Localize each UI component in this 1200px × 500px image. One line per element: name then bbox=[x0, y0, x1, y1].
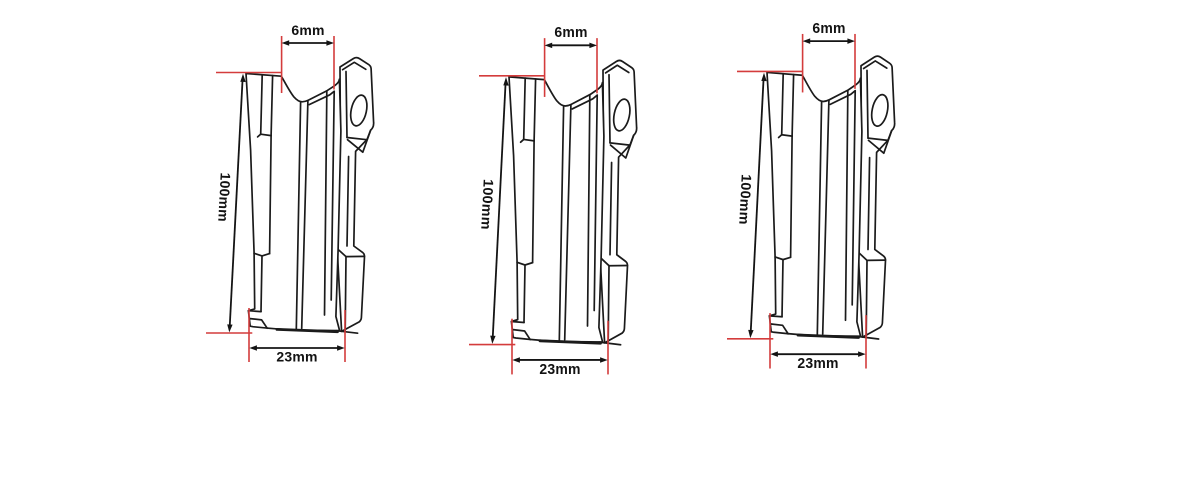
height-label: 100mm bbox=[735, 174, 753, 225]
clip-drawing-figure-2: 6mm 100mm 23mm bbox=[443, 25, 693, 378]
top-width-label: 6mm bbox=[291, 22, 324, 38]
height-label: 100mm bbox=[477, 179, 495, 231]
top-width-label: 6mm bbox=[554, 25, 587, 41]
height-label: 100mm bbox=[215, 172, 234, 222]
bottom-width-label: 23mm bbox=[276, 349, 317, 365]
bottom-width-label: 23mm bbox=[539, 362, 580, 378]
clip-drawing-figure-1: 6mm 100mm 23mm bbox=[180, 22, 430, 365]
bottom-width-label: 23mm bbox=[797, 356, 838, 372]
top-width-label: 6mm bbox=[812, 21, 845, 37]
clip-drawing-figure-3: 6mm 100mm 23mm bbox=[701, 21, 951, 372]
